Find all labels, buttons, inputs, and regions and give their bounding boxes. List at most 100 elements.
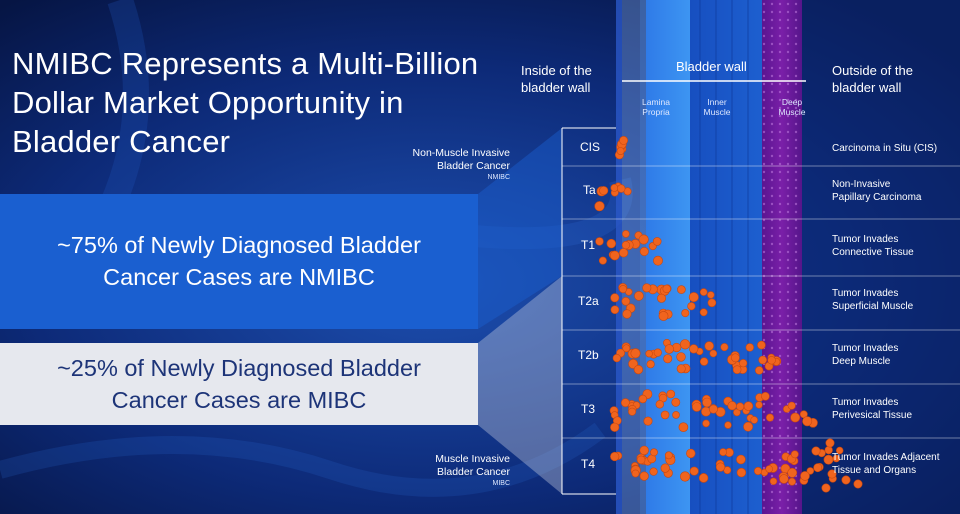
stage-description: Tumor Invades Adjacent Tissue and Organs bbox=[832, 452, 940, 476]
stage-description: Tumor Invades Superficial Muscle bbox=[832, 288, 914, 312]
stage-description: Tumor Invades Perivesical Tissue bbox=[832, 397, 913, 421]
tumor-cell bbox=[702, 419, 710, 428]
tumor-cell bbox=[653, 348, 662, 357]
tumor-cell bbox=[736, 454, 746, 465]
tumor-cell bbox=[649, 467, 658, 476]
tumor-cell bbox=[638, 394, 647, 404]
tumor-cell bbox=[610, 305, 620, 315]
nmibc-category-label: Non-Muscle Invasive Bladder Cancer NMIBC bbox=[412, 147, 510, 181]
tumor-cell bbox=[689, 466, 699, 476]
tumor-cell bbox=[660, 463, 670, 473]
layer-label-lamina-propria: Lamina Propria bbox=[642, 97, 670, 117]
tumor-cell bbox=[639, 471, 649, 481]
tumor-cell bbox=[639, 247, 649, 257]
tumor-cell bbox=[699, 357, 709, 366]
tumor-cell bbox=[702, 397, 712, 408]
tumor-cell bbox=[664, 344, 674, 354]
tumor-cell bbox=[679, 339, 691, 350]
tumor-cell bbox=[787, 401, 796, 410]
tumor-cell bbox=[646, 360, 655, 369]
tumor-cell bbox=[806, 467, 814, 475]
tumor-cell bbox=[656, 293, 666, 303]
tumor-cell bbox=[704, 341, 714, 351]
tumor-cell bbox=[745, 343, 754, 352]
tumor-cell bbox=[765, 413, 774, 422]
tumor-cell bbox=[594, 201, 605, 212]
tumor-cell bbox=[671, 397, 681, 407]
tumor-cell bbox=[743, 401, 754, 411]
tumor-cell bbox=[616, 147, 625, 155]
layer-label-deep-muscle: Deep Muscle bbox=[778, 97, 806, 117]
tumor-cell bbox=[642, 283, 652, 293]
tumor-cell bbox=[802, 416, 813, 427]
stage-description: Tumor Invades Deep Muscle bbox=[832, 343, 899, 367]
nmibc-callout: ~75% of Newly Diagnosed Bladder Cancer C… bbox=[0, 194, 478, 329]
tumor-cell bbox=[720, 343, 729, 352]
tumor-cell bbox=[610, 293, 620, 303]
tumor-cell bbox=[599, 186, 609, 196]
tumor-cell bbox=[811, 446, 821, 456]
tumor-cell bbox=[628, 407, 637, 416]
tumor-cell bbox=[708, 404, 718, 414]
tumor-cell bbox=[681, 309, 690, 318]
tumor-cell bbox=[650, 448, 658, 457]
tumor-cell bbox=[739, 359, 748, 368]
tumor-cell bbox=[676, 364, 686, 374]
tumor-cell bbox=[666, 389, 676, 399]
stage-description: Carcinoma in Situ (CIS) bbox=[832, 143, 938, 154]
tumor-cell bbox=[827, 469, 837, 479]
tumor-cell bbox=[779, 474, 789, 484]
tumor-cell bbox=[663, 354, 673, 364]
tumor-cell bbox=[698, 473, 709, 483]
stage-code: CIS bbox=[580, 140, 601, 154]
callout-line: Cancer Cases are NMIBC bbox=[103, 264, 375, 290]
tumor-cell bbox=[672, 411, 680, 419]
tumor-cell bbox=[743, 421, 753, 432]
title-line: Dollar Market Opportunity in bbox=[12, 85, 404, 120]
tumor-cell bbox=[686, 448, 696, 459]
tumor-cell bbox=[757, 340, 766, 350]
outside-bladder-label: Outside of the bladder wall bbox=[832, 63, 913, 95]
layer-label-inner-muscle: Inner Muscle bbox=[703, 97, 731, 117]
tumor-cell bbox=[800, 471, 810, 481]
tumor-cell bbox=[610, 183, 619, 192]
tumor-cell bbox=[790, 450, 799, 459]
tumor-cell bbox=[707, 298, 717, 308]
tumor-cell bbox=[679, 471, 691, 482]
tumor-cell bbox=[731, 353, 740, 363]
tumor-cell bbox=[765, 465, 774, 473]
tumor-cell bbox=[630, 348, 641, 359]
tumor-cell bbox=[634, 291, 644, 301]
bladder-wall-label: Bladder wall bbox=[676, 59, 747, 74]
tumor-cell bbox=[655, 400, 664, 409]
stage-code: T1 bbox=[581, 238, 596, 252]
tumor-cell bbox=[709, 349, 718, 358]
tumor-cell bbox=[638, 234, 649, 245]
tumor-cell bbox=[732, 365, 742, 375]
tumor-cell bbox=[639, 445, 649, 456]
tumor-cell bbox=[727, 401, 737, 411]
tumor-cell bbox=[652, 237, 662, 246]
tumor-cell bbox=[598, 256, 607, 265]
tumor-cell bbox=[631, 469, 640, 478]
tumor-cell bbox=[699, 288, 708, 296]
tumor-cell bbox=[754, 366, 764, 375]
inside-bladder-label: Inside of the bladder wall bbox=[521, 63, 592, 95]
callout-line: Cancer Cases are MIBC bbox=[111, 387, 367, 413]
tumor-cell bbox=[750, 416, 759, 424]
tumor-cell bbox=[660, 410, 670, 420]
tumor-cell bbox=[761, 391, 770, 401]
tumor-cell bbox=[707, 291, 715, 299]
tumor-cell bbox=[790, 412, 801, 423]
stage-code: T4 bbox=[581, 457, 596, 471]
tumor-cell bbox=[622, 309, 632, 319]
slide-title: NMIBC Represents a Multi-Billion Dollar … bbox=[12, 44, 532, 161]
tumor-cell bbox=[664, 451, 673, 460]
stage-code: T2b bbox=[578, 348, 599, 362]
callout-line: ~75% of Newly Diagnosed Bladder bbox=[57, 232, 421, 258]
tumor-cell bbox=[595, 237, 604, 246]
tumor-cell bbox=[616, 184, 626, 193]
stage-description: Tumor Invades Connective Tissue bbox=[832, 234, 914, 258]
